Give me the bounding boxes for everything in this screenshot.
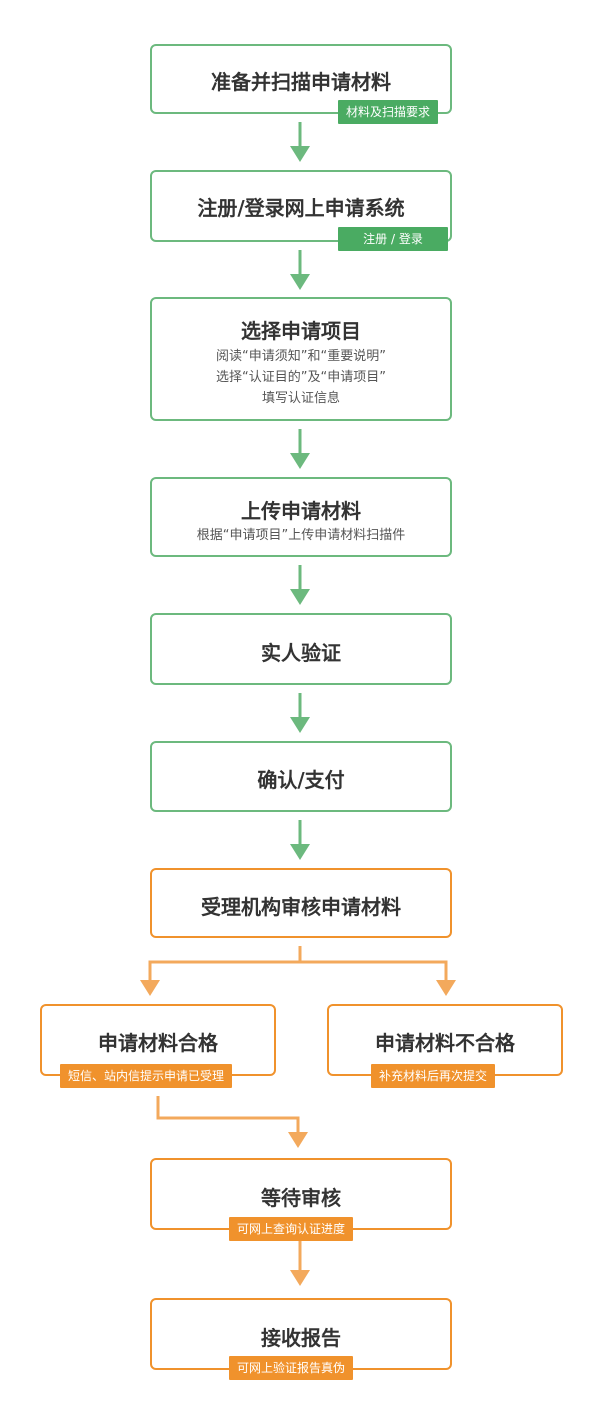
step-confirm-pay: 确认/支付 — [150, 741, 452, 812]
step-title: 等待审核 — [261, 1186, 341, 1210]
verify-report-tag[interactable]: 可网上验证报告真伪 — [229, 1356, 354, 1380]
step-select-application: 选择申请项目 阅读“申请须知”和“重要说明” 选择“认证目的”及“申请项目” 填… — [150, 297, 452, 421]
step-title: 受理机构审核申请材料 — [201, 895, 401, 919]
arrow-down-icon — [290, 453, 310, 469]
step-description-line: 根据“申请项目”上传申请材料扫描件 — [196, 528, 406, 543]
arrow-down-icon — [290, 1270, 310, 1286]
step-title: 接收报告 — [261, 1326, 341, 1350]
accepted-notice-tag: 短信、站内信提示申请已受理 — [60, 1064, 233, 1088]
green-connectors — [290, 122, 310, 860]
step-upload-materials: 上传申请材料 根据“申请项目”上传申请材料扫描件 — [150, 477, 452, 557]
register-login-tag[interactable]: 注册 / 登录 — [338, 227, 448, 251]
step-title: 实人验证 — [261, 641, 341, 665]
step-institution-review: 受理机构审核申请材料 — [150, 868, 452, 938]
step-description-line: 选择“认证目的”及“申请项目” — [216, 370, 386, 385]
arrow-down-icon — [290, 146, 310, 162]
arrow-down-icon — [290, 717, 310, 733]
resubmit-notice-tag: 补充材料后再次提交 — [371, 1064, 496, 1088]
arrow-down-icon — [290, 589, 310, 605]
step-title: 申请材料不合格 — [375, 1031, 515, 1055]
arrow-down-icon — [140, 980, 160, 996]
step-title: 上传申请材料 — [241, 499, 361, 523]
step-title: 确认/支付 — [257, 768, 345, 792]
step-title: 注册/登录网上申请系统 — [197, 196, 405, 220]
step-title: 申请材料合格 — [98, 1031, 218, 1055]
step-title: 准备并扫描申请材料 — [211, 70, 391, 94]
check-progress-tag[interactable]: 可网上查询认证进度 — [229, 1217, 354, 1241]
arrow-down-icon — [290, 844, 310, 860]
arrow-down-icon — [436, 980, 456, 996]
step-title: 选择申请项目 — [241, 319, 361, 343]
arrow-down-icon — [288, 1132, 308, 1148]
step-identity-verification: 实人验证 — [150, 613, 452, 685]
orange-connectors — [140, 946, 456, 1286]
step-description-line: 阅读“申请须知”和“重要说明” — [216, 349, 386, 364]
step-description-line: 填写认证信息 — [261, 391, 340, 406]
arrow-down-icon — [290, 274, 310, 290]
materials-requirements-tag[interactable]: 材料及扫描要求 — [338, 100, 439, 124]
